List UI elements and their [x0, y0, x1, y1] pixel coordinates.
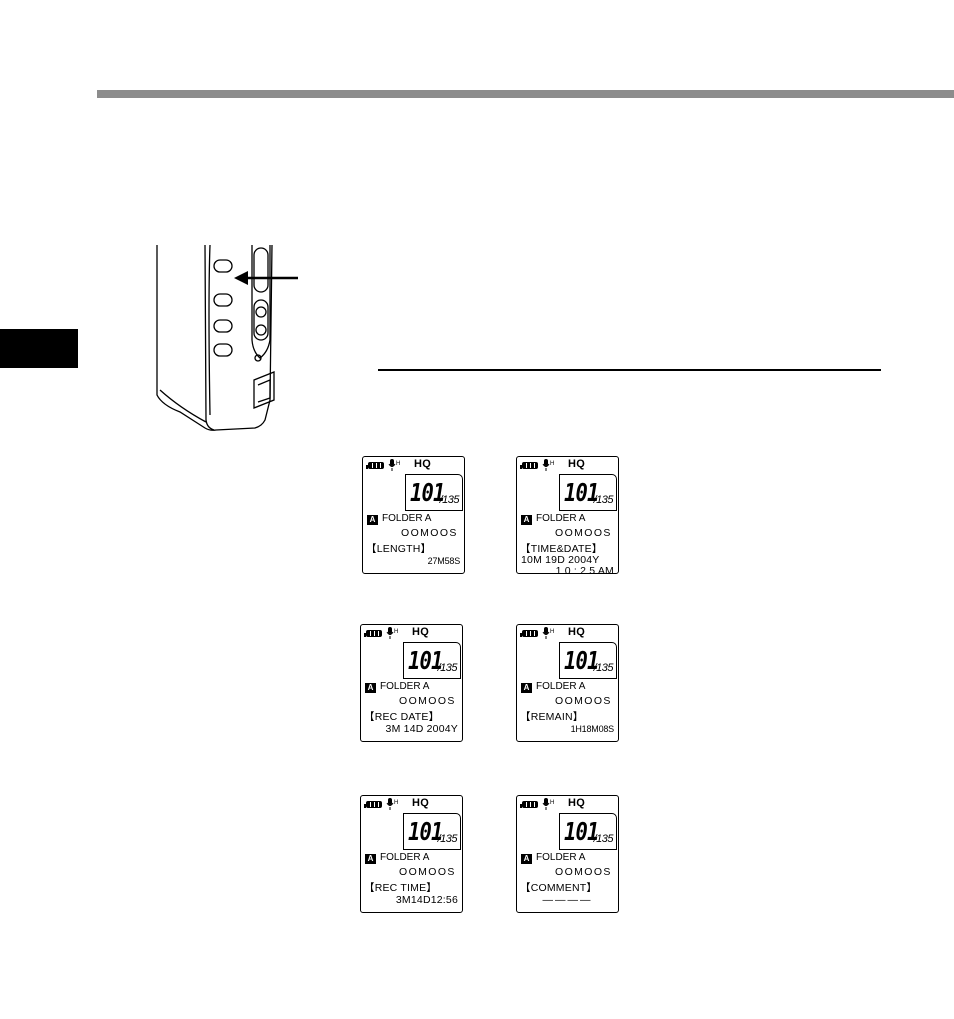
total-files: /135	[593, 494, 614, 506]
file-name: OOMOOS	[555, 695, 612, 707]
folder-label: FOLDER A	[536, 852, 586, 863]
battery-icon	[364, 801, 382, 808]
total-files: /135	[593, 833, 614, 845]
svg-text:H: H	[550, 629, 554, 635]
info-value: 1H18M08S	[570, 724, 615, 734]
file-number: 101	[564, 478, 599, 507]
folder-label: FOLDER A	[536, 681, 586, 692]
file-name: OOMOOS	[555, 866, 612, 878]
total-files: /135	[593, 662, 614, 674]
battery-icon	[520, 801, 538, 808]
file-number: 101	[564, 817, 599, 846]
folder-label: FOLDER A	[380, 852, 430, 863]
total-files: /135	[439, 494, 460, 506]
folder-row: A FOLDER A	[365, 681, 429, 693]
folder-a-icon: A	[365, 683, 376, 693]
mic-sensitivity-icon: H	[542, 798, 554, 810]
quality-label: HQ	[412, 626, 430, 638]
quality-label: HQ	[568, 797, 586, 809]
status-bar: H HQ	[520, 458, 616, 472]
folder-label: FOLDER A	[382, 513, 432, 524]
quality-label: HQ	[568, 626, 586, 638]
status-bar: H HQ	[520, 797, 616, 811]
status-bar: H HQ	[364, 626, 460, 640]
file-counter: 101 /135	[559, 471, 617, 511]
recorder-illustration	[156, 244, 298, 431]
info-value: 3M 14D 2004Y	[385, 723, 458, 735]
total-files: /135	[437, 833, 458, 845]
file-name: OOMOOS	[555, 527, 612, 539]
info-value-time: 1 0 : 2 5 AM	[555, 565, 614, 577]
mic-sensitivity-icon: H	[386, 798, 398, 810]
section-rule	[378, 369, 881, 371]
folder-row: A FOLDER A	[365, 852, 429, 864]
folder-a-icon: A	[367, 515, 378, 525]
info-label: 【LENGTH】	[366, 543, 432, 555]
folder-a-icon: A	[365, 854, 376, 864]
battery-icon	[520, 462, 538, 469]
status-bar: H HQ	[366, 458, 462, 472]
chapter-tab	[0, 329, 78, 368]
info-label: 【TIME&DATE】	[520, 543, 603, 555]
battery-icon	[366, 462, 384, 469]
svg-text:H: H	[394, 800, 398, 806]
info-label: 【COMMENT】	[520, 882, 598, 894]
status-bar: H HQ	[520, 626, 616, 640]
svg-text:H: H	[394, 629, 398, 635]
top-rule	[97, 90, 954, 98]
folder-row: A FOLDER A	[367, 513, 431, 525]
lcd-screen-rec-date: H HQ 101 /135 A FOLDER A OOMOOS 【REC DATE…	[360, 624, 463, 742]
file-number: 101	[408, 646, 443, 675]
file-name: OOMOOS	[401, 527, 458, 539]
info-value: 3M14D12:56	[395, 894, 458, 906]
file-number: 101	[408, 817, 443, 846]
lcd-screen-comment: H HQ 101 /135 A FOLDER A OOMOOS 【COMMENT】…	[516, 795, 619, 913]
folder-row: A FOLDER A	[521, 852, 585, 864]
quality-label: HQ	[412, 797, 430, 809]
info-value: 27M58S	[427, 556, 461, 566]
file-name: OOMOOS	[399, 866, 456, 878]
svg-text:H: H	[550, 461, 554, 467]
info-value: 10M 19D 2004Y	[521, 554, 600, 566]
mic-sensitivity-icon: H	[542, 627, 554, 639]
lcd-screen-time-date: H HQ 101 /135 A FOLDER A OOMOOS 【TIME&DAT…	[516, 456, 619, 577]
info-label: 【REC DATE】	[364, 711, 440, 723]
file-counter: 101 /135	[403, 810, 461, 850]
folder-label: FOLDER A	[536, 513, 586, 524]
mic-sensitivity-icon: H	[388, 459, 400, 471]
lcd-screen-rec-time: H HQ 101 /135 A FOLDER A OOMOOS 【REC TIME…	[360, 795, 463, 913]
status-bar: H HQ	[364, 797, 460, 811]
info-value: ————	[542, 894, 593, 906]
file-counter: 101 /135	[559, 639, 617, 679]
quality-label: HQ	[568, 458, 586, 470]
folder-row: A FOLDER A	[521, 513, 585, 525]
svg-text:H: H	[550, 800, 554, 806]
quality-label: HQ	[414, 458, 432, 470]
total-files: /135	[437, 662, 458, 674]
arrow-left-icon	[234, 271, 298, 285]
info-label: 【REMAIN】	[520, 711, 584, 723]
file-number: 101	[564, 646, 599, 675]
folder-a-icon: A	[521, 683, 532, 693]
folder-row: A FOLDER A	[521, 681, 585, 693]
svg-text:H: H	[396, 461, 400, 467]
battery-icon	[364, 630, 382, 637]
file-counter: 101 /135	[405, 471, 463, 511]
folder-a-icon: A	[521, 515, 532, 525]
battery-icon	[520, 630, 538, 637]
mic-sensitivity-icon: H	[542, 459, 554, 471]
file-name: OOMOOS	[399, 695, 456, 707]
folder-a-icon: A	[521, 854, 532, 864]
file-number: 101	[410, 478, 445, 507]
file-counter: 101 /135	[559, 810, 617, 850]
folder-label: FOLDER A	[380, 681, 430, 692]
mic-sensitivity-icon: H	[386, 627, 398, 639]
info-label: 【REC TIME】	[364, 882, 437, 894]
file-counter: 101 /135	[403, 639, 461, 679]
